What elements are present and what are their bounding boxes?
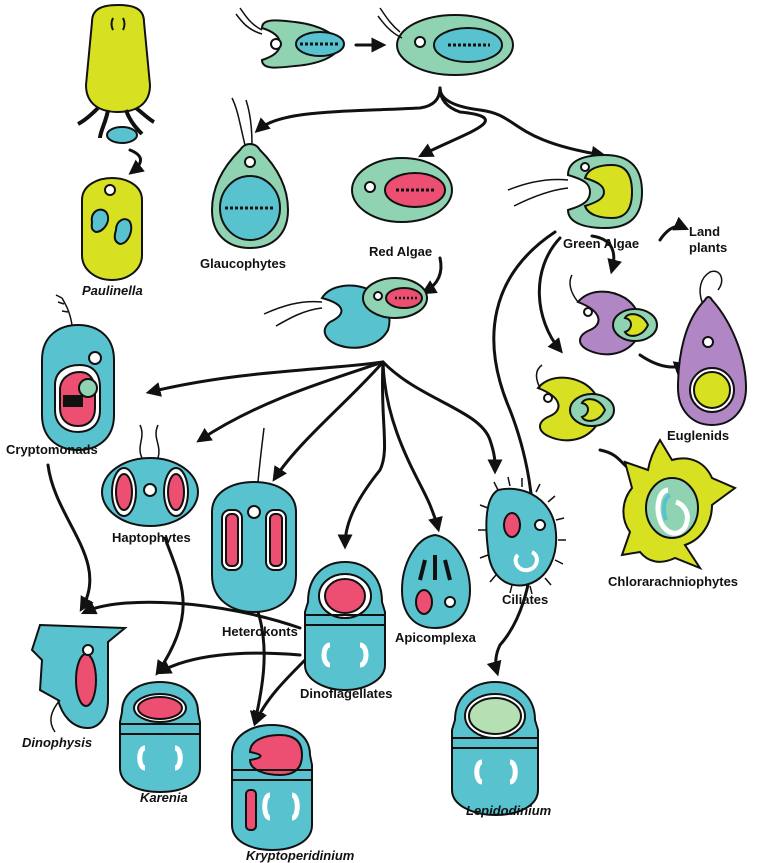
primary-plastid-cell: [378, 8, 513, 75]
arrow-to-dinoflagellates: [345, 362, 385, 545]
label-green-algae: Green Algae: [563, 236, 639, 251]
label-land-plants-line2: plants: [689, 240, 727, 255]
kryptoperidinium-cell: [232, 725, 312, 850]
label-apicomplexa: Apicomplexa: [395, 630, 476, 645]
euglenid-cell: [678, 271, 746, 425]
dinophysis-cell: [32, 625, 125, 732]
heterokont-cell: [212, 428, 296, 612]
red-alga-cell: [352, 158, 452, 222]
cryptomonad-cell: [42, 295, 114, 450]
label-euglenids: Euglenids: [667, 428, 729, 443]
secondary-red-host: [264, 278, 427, 348]
arrow-to-green-algae: [440, 88, 602, 155]
label-karenia: Karenia: [140, 790, 188, 805]
label-ciliates: Ciliates: [502, 592, 548, 607]
arrow-to-land-plants: [660, 227, 685, 241]
label-red-algae: Red Algae: [369, 244, 432, 259]
label-kryptoperidinium: Kryptoperidinium: [246, 848, 354, 863]
arrow-to-ciliates: [383, 362, 495, 470]
dinoflagellate-cell: [305, 562, 385, 690]
chlorarachniophyte-host: [536, 365, 614, 440]
arrow-to-red-algae: [422, 88, 485, 155]
haptophyte-cell: [102, 425, 198, 526]
arrow-crypto-to-dinophysis: [48, 465, 90, 608]
ciliate-cell: [478, 477, 566, 594]
arrow-hapto-to-karenia: [158, 538, 183, 672]
arrow-paulinella: [130, 150, 141, 172]
label-lepidodinium: Lepidodinium: [466, 803, 551, 818]
label-haptophytes: Haptophytes: [112, 530, 191, 545]
label-dinophysis: Dinophysis: [22, 735, 92, 750]
label-cryptomonads: Cryptomonads: [6, 442, 98, 457]
primary-endosymbiosis-host: [236, 8, 344, 68]
arrow-green-to-chlorarachnio-host: [539, 238, 560, 350]
lepidodinium-cell: [452, 682, 538, 815]
arrow-to-glaucophytes: [258, 88, 440, 130]
chlorarachniophyte-cell: [622, 440, 735, 568]
label-paulinella: Paulinella: [82, 283, 143, 298]
karenia-cell: [120, 682, 200, 792]
apicomplexan-cell: [402, 535, 470, 628]
label-heterokonts: Heterokonts: [222, 624, 298, 639]
euglenid-host: [570, 275, 657, 354]
label-land-plants-line1: Land: [689, 224, 720, 239]
label-glaucophytes: Glaucophytes: [200, 256, 286, 271]
label-chlorarachniophytes: Chlorarachniophytes: [608, 574, 738, 589]
green-alga-cell: [508, 155, 642, 228]
arrow-to-haptophytes: [200, 362, 383, 440]
arrow-dino-to-karenia: [160, 653, 300, 672]
arrow-red-secondary: [425, 258, 441, 292]
paulinella-engulfing-cell: [78, 5, 154, 143]
arrow-to-cryptomonads: [150, 362, 383, 392]
arrow-to-apicomplexa: [383, 362, 438, 528]
label-dinoflagellates: Dinoflagellates: [300, 686, 392, 701]
paulinella-cell: [82, 178, 142, 280]
